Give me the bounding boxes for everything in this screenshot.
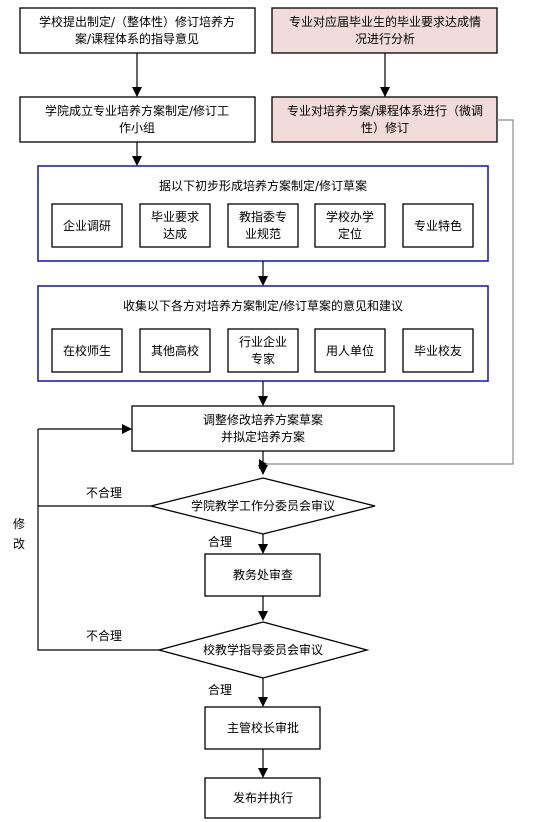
adjust-line-2: 并拟定培养方案 [221,429,305,444]
draft-item-school-positioning [314,203,386,248]
draft-item-enterprise-survey [51,203,123,248]
reasonable-label-1: 合理 [208,534,232,549]
adjust-line-1: 调整修改培养方案草案 [203,412,323,427]
academic-office-label: 教务处审查 [233,567,293,582]
college-group-node [19,96,256,143]
draft-item-enterprise-survey-label: 企业调研 [63,218,111,233]
feedback-item-industry-experts [227,328,299,373]
draft-item-school-positioning-line-1: 学校办学 [326,209,374,224]
feedback-item-employers [314,328,386,373]
school-guidance-node [19,7,256,54]
feedback-title: 收集以下各方对培养方案制定/修订草案的意见和建议 [123,298,403,313]
draft-item-major-features [402,203,474,248]
college-group-line-1: 学院成立专业培养方案制定/修订工 [45,103,229,118]
draft-item-major-features-label: 专业特色 [414,218,462,233]
draft-item-school-positioning-line-2: 定位 [338,226,362,241]
feedback-item-other-universities [139,328,211,373]
draft-item-graduation-req-line-1: 毕业要求 [151,210,199,224]
draft-item-graduation-req [139,203,211,248]
college-review-label: 学院教学工作分委员会审议 [191,498,335,513]
school-guidance-line-1: 学校提出制定/（整体性）修订培养方 [39,14,235,29]
unreasonable-label-1: 不合理 [86,485,122,500]
micro-revision-node [271,96,498,143]
merge-arrowhead [259,459,267,469]
reasonable-label-2: 合理 [208,682,232,697]
feedback-item-other-universities-label: 其他高校 [151,343,199,358]
publish-node [204,777,321,819]
draft-item-committee-norms-line-2: 业规范 [245,226,281,241]
edge-revision-merge-line [263,119,514,465]
feedback-item-industry-experts-line-2: 专家 [251,351,275,366]
micro-revision-line-2: 性）修订 [361,120,409,135]
graduate-analysis-line-2: 况进行分析 [355,32,415,46]
modify-label-char-1: 修 [13,516,25,531]
feedback-item-industry-experts-line-1: 行业企业 [239,334,287,349]
adjust-node [131,405,395,452]
modify-label-char-2: 改 [13,537,25,551]
feedback-item-alumni [402,328,474,373]
graduate-analysis-line-1: 专业对应届毕业生的毕业要求达成情 [289,14,481,29]
feedback-item-students-teachers-label: 在校师生 [63,343,111,358]
draft-item-committee-norms [227,203,299,248]
principal-label: 主管校长审批 [227,720,299,735]
school-guidance-line-2: 案/课程体系的指导意见 [75,31,199,46]
feedback-item-employers-label: 用人单位 [326,343,374,358]
unreasonable-label-2: 不合理 [86,628,122,643]
draft-item-graduation-req-line-2: 达成 [163,227,187,241]
academic-office-node [204,553,321,597]
draft-item-committee-norms-line-1: 教指委专 [239,209,287,224]
feedback-item-alumni-label: 毕业校友 [414,343,462,358]
micro-revision-line-1: 专业对培养方案/课程体系进行（微调 [287,103,483,118]
publish-label: 发布并执行 [233,790,293,805]
feedback-item-students-teachers [51,328,123,373]
school-review-label: 校教学指导委员会审议 [203,642,323,657]
college-group-line-2: 作小组 [119,121,155,135]
edge-school-review-unreasonable [37,429,159,651]
draft-basis-title: 据以下初步形成培养方案制定/修订草案 [159,178,367,193]
graduate-analysis-node [271,7,498,54]
